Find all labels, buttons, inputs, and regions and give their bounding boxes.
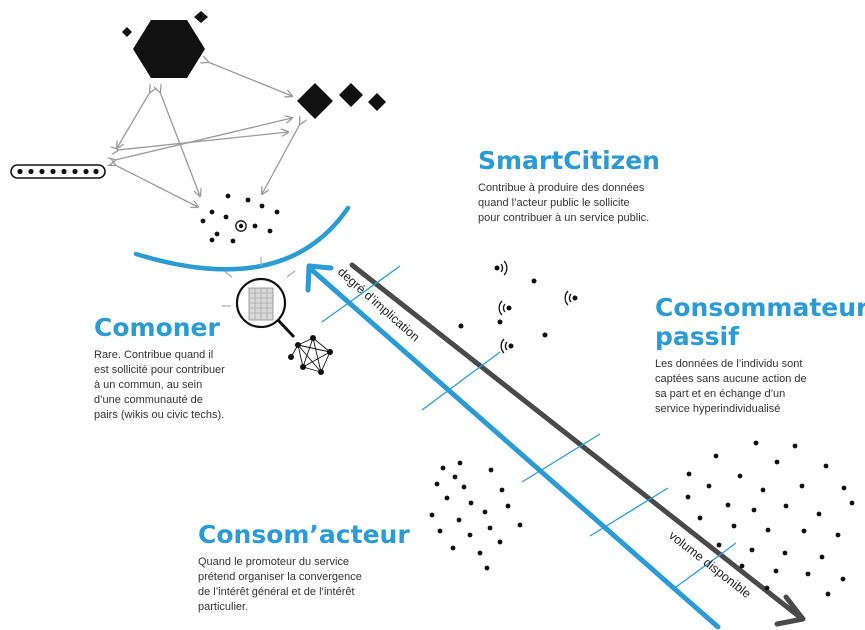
smartcitizen-block: SmartCitizen Contribue à produire des do…: [478, 146, 738, 226]
consommateur-title-line2: passif: [655, 322, 739, 351]
volume-axis: [349, 262, 804, 621]
consomacteur-dots-cluster-icon: [429, 460, 523, 571]
volume-arrowhead: [774, 594, 806, 627]
comoner-description: Rare. Contribue quand il est sollicité p…: [94, 349, 225, 421]
consomacteur-title: Consom’acteur: [198, 520, 410, 549]
implication-axis: [310, 268, 721, 630]
dotted-bar-icon: [10, 164, 106, 179]
peer-network-icon: [288, 335, 333, 375]
consomacteur-description: Quand le promoteur du service prétend or…: [198, 556, 362, 613]
consommateur-description: Les données de l’individu sont captées s…: [655, 358, 807, 415]
consommateur-block: Consommateur passif Les données de l’ind…: [655, 293, 865, 417]
network-arrows: [115, 62, 300, 207]
axis-ticks: [321, 265, 737, 591]
blue-arc: [133, 205, 351, 272]
hexagon-cluster-icon: [122, 11, 208, 78]
diamond-cluster-icon: [297, 83, 386, 119]
comoner-block: Comoner Rare. Contribue quand il est sol…: [94, 313, 284, 423]
magnifier-icon: [222, 257, 296, 339]
implication-arrowhead: [305, 263, 334, 293]
comoner-title: Comoner: [94, 313, 220, 342]
consomacteur-block: Consom’acteur Quand le promoteur du serv…: [198, 520, 438, 615]
consommateur-title-line1: Consommateur: [655, 293, 865, 322]
consommateur-dots-cluster-icon: [685, 440, 855, 597]
smartcitizen-description: Contribue à produire des données quand l…: [478, 182, 650, 224]
scattered-dots-cluster-icon: [200, 193, 280, 244]
smartcitizen-title: SmartCitizen: [478, 146, 660, 175]
signal-dots-cluster-icon: [458, 260, 578, 354]
network-diagram: [10, 11, 386, 272]
